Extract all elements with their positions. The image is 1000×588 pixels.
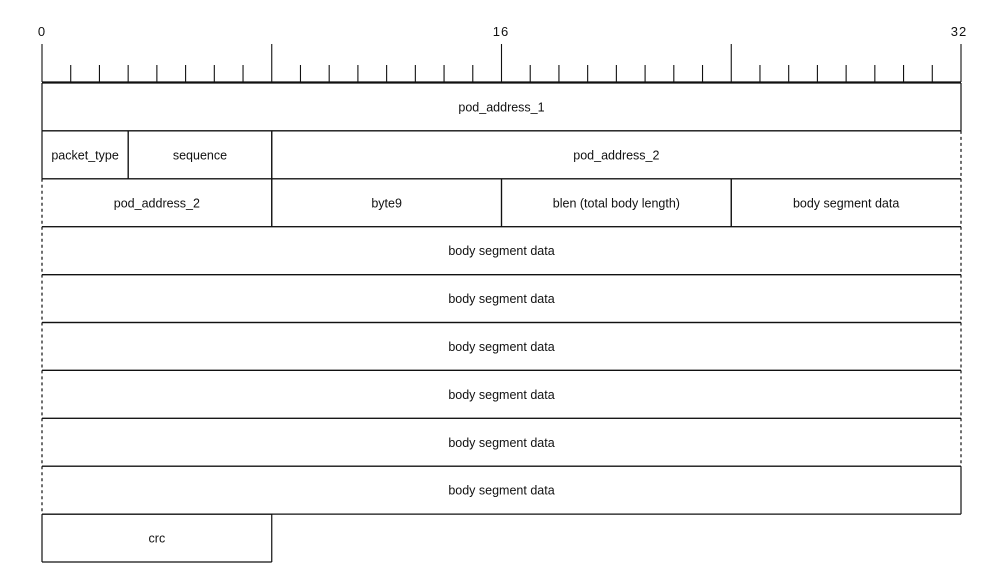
field-cell: body segment data: [41, 369, 962, 419]
field-row: body segment data: [41, 465, 962, 515]
field-row: body segment data: [41, 274, 962, 324]
bit-ticks: [41, 44, 962, 83]
field-label: body segment data: [448, 340, 554, 354]
field-row: body segment data: [41, 321, 962, 371]
field-label: pod_address_2: [114, 196, 200, 210]
field-cell: sequence: [127, 130, 273, 180]
bit-ruler: 0 16 32: [38, 24, 967, 83]
field-row: body segment data: [41, 226, 962, 276]
field-label: body segment data: [448, 388, 554, 402]
field-label: body segment data: [448, 484, 554, 498]
field-cell: body segment data: [41, 417, 962, 467]
field-label: body segment data: [448, 436, 554, 450]
field-cell: crc: [41, 513, 273, 563]
field-label: crc: [149, 532, 166, 546]
field-row: body segment data: [41, 417, 962, 467]
field-row: crc: [41, 513, 273, 563]
bit-label-0: 0: [38, 24, 46, 39]
bit-label-16: 16: [493, 24, 509, 39]
field-label: pod_address_1: [458, 100, 544, 114]
field-cell: blen (total body length): [500, 178, 732, 228]
field-cell: pod_address_1: [41, 82, 962, 132]
field-cell: body segment data: [730, 178, 962, 228]
field-label: body segment data: [793, 196, 899, 210]
field-label: body segment data: [448, 292, 554, 306]
field-cell: byte9: [271, 178, 503, 228]
field-cell: pod_address_2: [271, 130, 962, 180]
field-cell: pod_address_2: [41, 178, 273, 228]
field-row: pod_address_2 byte9 blen (total body lengt…: [41, 178, 962, 228]
bit-label-32: 32: [951, 24, 967, 39]
field-cell: body segment data: [41, 321, 962, 371]
field-label: blen (total body length): [553, 196, 680, 210]
field-cell: body segment data: [41, 274, 962, 324]
field-row: pod_address_1: [41, 82, 962, 132]
field-row: packet_type sequence pod_address_2: [41, 130, 962, 180]
field-cell: body segment data: [41, 226, 962, 276]
field-label: byte9: [371, 196, 402, 210]
field-row: body segment data: [41, 369, 962, 419]
field-label: packet_type: [51, 148, 118, 162]
field-label: body segment data: [448, 244, 554, 258]
field-cell: packet_type: [41, 130, 129, 180]
field-rows: pod_address_1 packet_type sequence pod_addr…: [41, 82, 962, 563]
field-label: pod_address_2: [573, 148, 659, 162]
field-cell: body segment data: [41, 465, 962, 515]
field-label: sequence: [173, 148, 227, 162]
